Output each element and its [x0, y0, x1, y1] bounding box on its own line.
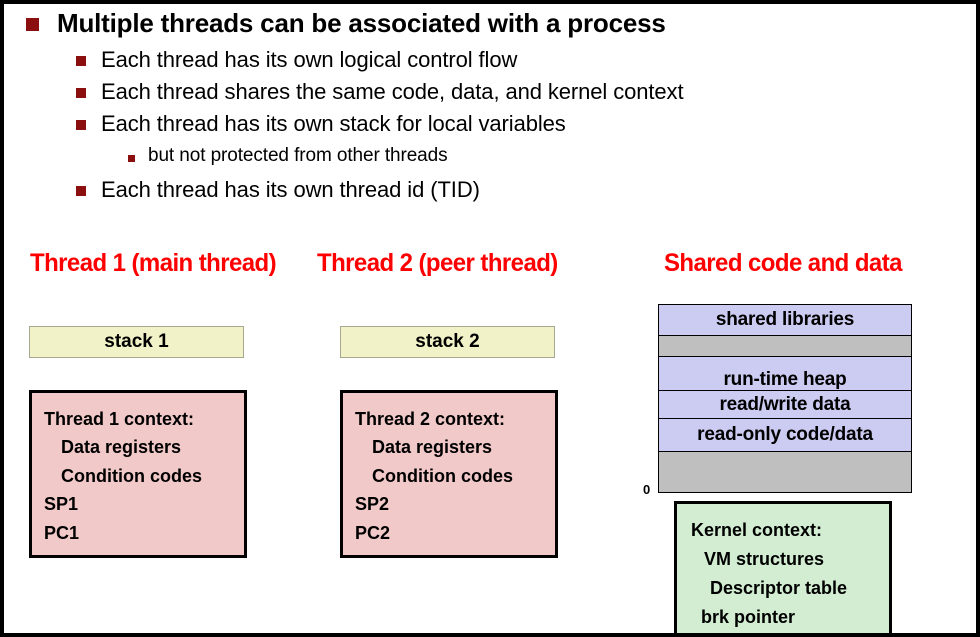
mem-band-label: run-time heap [723, 368, 847, 390]
thread1-context-box: Thread 1 context: Data registers Conditi… [29, 390, 247, 558]
bullet-item-level2: Each thread has its own logical control … [76, 48, 517, 71]
kernel-line: VM structures [704, 549, 825, 570]
kernel-context-box: Kernel context: VM structures Descriptor… [674, 501, 892, 633]
context-line: Data registers [372, 437, 493, 458]
square-bullet-icon [76, 56, 86, 66]
mem-band-shared-libraries: shared libraries [659, 305, 911, 336]
mem-band-read-write-data: read/write data [659, 391, 911, 419]
context-line: Data registers [61, 437, 182, 458]
kernel-line: brk pointer [701, 607, 796, 628]
context-line: Condition codes [61, 465, 202, 486]
thread1-stack-box: stack 1 [29, 326, 244, 358]
shared-memory-block: shared libraries run-time heap read/writ… [658, 304, 912, 493]
mem-band-gap-upper [659, 336, 911, 357]
square-bullet-icon [76, 120, 86, 130]
bullet-text: but not protected from other threads [148, 145, 448, 166]
bullet-item-level2: Each thread shares the same code, data, … [76, 79, 684, 104]
thread2-heading: Thread 2 (peer thread) [317, 249, 558, 277]
context-line: SP2 [355, 494, 390, 515]
thread1-stack-label: stack 1 [104, 331, 169, 352]
square-bullet-icon [76, 186, 86, 196]
context-line: SP1 [44, 494, 79, 515]
kernel-line: Kernel context: [691, 520, 823, 540]
context-line: Thread 2 context: [355, 409, 506, 429]
bullet-text: Multiple threads can be associated with … [57, 8, 666, 38]
thread2-stack-label: stack 2 [415, 331, 480, 352]
thread2-context-box: Thread 2 context: Data registers Conditi… [340, 390, 558, 558]
thread1-heading: Thread 1 (main thread) [30, 249, 277, 277]
bullet-item-level2: Each thread has its own stack for local … [76, 112, 566, 135]
mem-band-label: read/write data [719, 393, 851, 415]
bullet-item-level2: Each thread has its own thread id (TID) [76, 178, 480, 201]
square-bullet-icon [76, 88, 86, 98]
context-line: PC2 [355, 522, 391, 543]
bullet-item-level3: but not protected from other threads [128, 146, 448, 166]
address-zero-label: 0 [643, 482, 651, 497]
kernel-line: Descriptor table [710, 578, 848, 599]
context-line: Thread 1 context: [44, 409, 195, 429]
bullet-text: Each thread has its own stack for local … [101, 111, 566, 136]
mem-band-run-time-heap: run-time heap [659, 357, 911, 391]
thread2-stack-box: stack 2 [340, 326, 555, 358]
bullet-item-level1: Multiple threads can be associated with … [26, 8, 666, 38]
mem-band-gap-lower [659, 452, 911, 492]
mem-band-label: read-only code/data [697, 424, 873, 445]
bullet-text: Each thread has its own logical control … [101, 47, 518, 72]
bullet-text: Each thread shares the same code, data, … [101, 79, 684, 104]
mem-band-label: shared libraries [715, 309, 855, 330]
bullet-text: Each thread has its own thread id (TID) [101, 177, 480, 202]
context-line: Condition codes [372, 465, 513, 486]
context-line: PC1 [44, 522, 80, 543]
square-bullet-icon [26, 18, 39, 31]
shared-heading: Shared code and data [664, 249, 902, 277]
mem-band-read-only-code-data: read-only code/data [659, 419, 911, 452]
square-bullet-icon [128, 155, 135, 162]
